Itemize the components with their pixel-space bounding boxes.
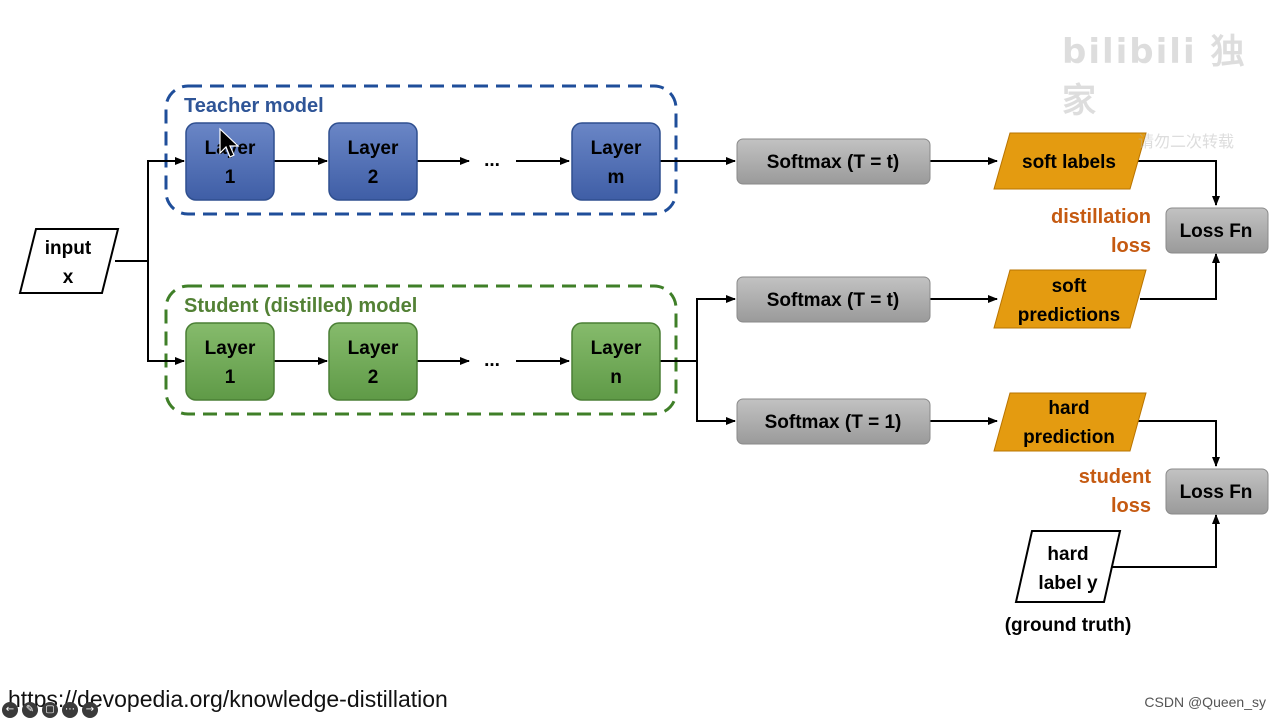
- svg-text:2: 2: [368, 167, 379, 188]
- soft-labels-node: soft labels: [993, 132, 1147, 190]
- student-loss-label: student: [1079, 466, 1152, 488]
- more-icon[interactable]: ⋯: [62, 702, 78, 718]
- student-soft-softmax-box: Softmax (T = t): [736, 276, 931, 323]
- bilibili-watermark: bilibili 独家 请勿二次转载: [1062, 24, 1258, 151]
- svg-text:hard: hard: [1047, 544, 1088, 565]
- teacher-model-title: Teacher model: [184, 95, 324, 117]
- connectors: [115, 157, 1220, 568]
- student-loss-label-2: loss: [1111, 495, 1151, 517]
- svg-text:Layer: Layer: [591, 138, 642, 159]
- svg-text:Layer: Layer: [348, 338, 399, 359]
- svg-text:n: n: [610, 367, 622, 388]
- soft-predictions-node: soft predictions: [993, 269, 1147, 329]
- student-hard-softmax-box: Softmax (T = 1): [736, 398, 931, 445]
- svg-text:2: 2: [368, 367, 379, 388]
- captions-icon[interactable]: ▢: [42, 702, 58, 718]
- svg-text:label y: label y: [1038, 573, 1098, 594]
- csdn-credit: CSDN @Queen_sy: [1144, 694, 1266, 710]
- input-label: input: [45, 238, 92, 259]
- watermark-sub: 请勿二次转载: [1138, 132, 1235, 151]
- svg-text:hard: hard: [1048, 398, 1089, 419]
- teacher-softmax-box: Softmax (T = t): [736, 138, 931, 185]
- svg-text:Layer: Layer: [591, 338, 642, 359]
- svg-text:Softmax (T = 1): Softmax (T = 1): [765, 412, 902, 433]
- student-layer-1: Layer 1: [185, 322, 275, 401]
- svg-text:Loss Fn: Loss Fn: [1180, 221, 1253, 242]
- hard-label-y-node: hard label y: [1014, 530, 1122, 603]
- mouse-cursor-icon: [219, 127, 240, 158]
- prev-icon[interactable]: ←: [2, 702, 18, 718]
- svg-text:predictions: predictions: [1018, 305, 1120, 326]
- teacher-layer-1: Layer 1: [185, 122, 275, 201]
- svg-text:1: 1: [225, 167, 236, 188]
- student-layer-2: Layer 2: [328, 322, 418, 401]
- svg-text:1: 1: [225, 367, 236, 388]
- svg-text:soft: soft: [1052, 276, 1088, 297]
- student-model-group: [164, 284, 678, 416]
- player-controls: ← ✎ ▢ ⋯ →: [2, 702, 98, 718]
- distillation-loss-label-2: loss: [1111, 235, 1151, 257]
- student-layer-n: Layer n: [571, 322, 661, 401]
- hard-prediction-node: hard prediction: [993, 392, 1147, 452]
- svg-text:Layer: Layer: [205, 338, 256, 359]
- svg-text:prediction: prediction: [1023, 427, 1115, 448]
- teacher-model-group: [164, 84, 678, 216]
- teacher-ellipsis: ...: [484, 150, 500, 171]
- student-loss-fn-box: Loss Fn: [1165, 468, 1269, 515]
- distillation-loss-fn-box: Loss Fn: [1165, 207, 1269, 254]
- source-url[interactable]: https://devopedia.org/knowledge-distilla…: [8, 686, 448, 712]
- svg-text:Softmax (T = t): Softmax (T = t): [767, 290, 899, 311]
- svg-text:Layer: Layer: [348, 138, 399, 159]
- teacher-layer-m: Layer m: [571, 122, 661, 201]
- input-var: x: [63, 267, 74, 288]
- teacher-layer-2: Layer 2: [328, 122, 418, 201]
- svg-text:soft labels: soft labels: [1022, 152, 1116, 173]
- pen-icon[interactable]: ✎: [22, 702, 38, 718]
- student-ellipsis: ...: [484, 350, 500, 371]
- svg-text:Loss Fn: Loss Fn: [1180, 482, 1253, 503]
- next-icon[interactable]: →: [82, 702, 98, 718]
- watermark-brand: bilibili 独家: [1062, 32, 1247, 121]
- ground-truth-label: (ground truth): [1005, 615, 1132, 636]
- svg-text:m: m: [608, 167, 625, 188]
- student-model-title: Student (distilled) model: [184, 295, 417, 317]
- input-x-node: input x: [18, 228, 120, 294]
- distillation-loss-label: distillation: [1051, 206, 1151, 228]
- svg-text:Softmax (T = t): Softmax (T = t): [767, 152, 899, 173]
